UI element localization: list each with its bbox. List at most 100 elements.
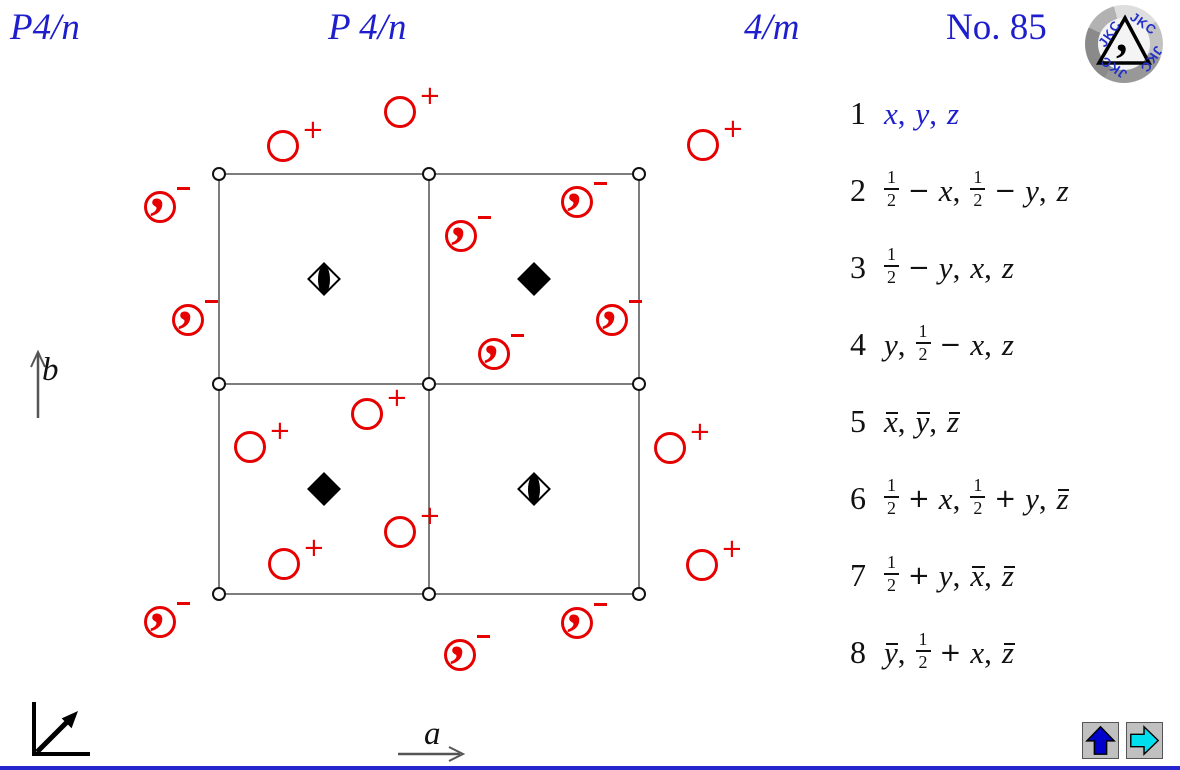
- atom-minus-circle: [445, 220, 477, 252]
- atom-minus-circle: [561, 186, 593, 218]
- overbar-variable: z: [1001, 557, 1015, 593]
- lattice-point: [212, 587, 226, 601]
- space-group-number: No. 85: [946, 7, 1047, 48]
- variable: y: [938, 249, 953, 285]
- comma-enantiomorph-icon: ,: [451, 184, 466, 249]
- fourfold-axis-symbol: [307, 472, 341, 506]
- comma-enantiomorph-icon: ,: [178, 268, 193, 333]
- operation-number: 4: [850, 326, 866, 362]
- nav-up-button[interactable]: [1082, 722, 1119, 759]
- comma-enantiomorph-icon: ,: [150, 570, 165, 635]
- separator: ,: [984, 326, 992, 362]
- operator: −: [994, 175, 1017, 206]
- separator: ,: [952, 557, 961, 593]
- comma-enantiomorph-icon: ,: [484, 302, 499, 367]
- minus-superscript: [511, 334, 524, 337]
- operator: +: [939, 637, 962, 668]
- separator: ,: [1038, 172, 1047, 208]
- atom-plus-circle: [654, 432, 686, 464]
- variable: y: [938, 557, 953, 593]
- operator: −: [908, 252, 930, 283]
- atom-plus-circle: [686, 549, 718, 581]
- atom-plus-circle: [234, 431, 266, 463]
- lattice-point: [632, 587, 646, 601]
- a-axis-label: a: [424, 716, 441, 752]
- variable: x: [970, 326, 985, 362]
- lattice-point: [422, 167, 436, 181]
- overbar-variable: x: [884, 403, 899, 439]
- plus-superscript: +: [302, 115, 324, 145]
- a-axis-arrow-icon: [398, 746, 466, 762]
- plus-superscript: +: [419, 81, 441, 111]
- atom-minus-circle: [172, 304, 204, 336]
- separator: ,: [897, 403, 906, 439]
- separator: ,: [984, 557, 992, 593]
- operation-number: 8: [850, 634, 866, 670]
- space-group-title: P4/n: [10, 7, 80, 48]
- atom-plus-circle: [384, 516, 416, 548]
- overbar-variable: y: [884, 634, 899, 670]
- comma-enantiomorph-icon: ,: [450, 603, 465, 668]
- operation-formula: x,y,z: [884, 96, 959, 132]
- variable: y: [915, 95, 930, 131]
- plus-superscript: +: [303, 533, 325, 563]
- comma-enantiomorph-icon: ,: [567, 150, 582, 215]
- atom-minus-circle: [561, 607, 593, 639]
- lattice-point: [212, 377, 226, 391]
- operator: −: [908, 175, 930, 206]
- minus-superscript: [205, 300, 218, 303]
- variable: z: [1056, 172, 1069, 208]
- space-group-full-title: P 4/n: [328, 7, 407, 48]
- lattice-point: [632, 167, 646, 181]
- b-axis-arrow-icon: [30, 349, 46, 418]
- comma-enantiomorph-icon: ,: [602, 268, 617, 333]
- origin-axes-icon: [32, 702, 90, 756]
- overbar-variable: z: [1001, 634, 1015, 670]
- lattice-point: [212, 167, 226, 181]
- up-arrow-icon: [1085, 725, 1116, 755]
- plus-superscript: +: [269, 416, 291, 446]
- overbar-variable: x: [970, 557, 985, 593]
- separator: ,: [952, 172, 961, 208]
- variable: y: [884, 326, 898, 362]
- separator: ,: [929, 403, 938, 439]
- minus-superscript: [477, 635, 490, 638]
- separator: ,: [984, 249, 992, 285]
- minus-superscript: [594, 182, 607, 185]
- logo-comma-icon: ,: [1116, 10, 1128, 61]
- variable: z: [1001, 326, 1014, 362]
- operation-number: 2: [850, 172, 866, 208]
- lattice-point: [422, 377, 436, 391]
- lattice-point: [422, 587, 436, 601]
- separator: ,: [897, 634, 906, 670]
- plus-superscript: +: [721, 534, 743, 564]
- minus-superscript: [629, 300, 642, 303]
- atom-plus-circle: [687, 129, 719, 161]
- variable: y: [1025, 172, 1039, 208]
- right-arrow-icon: [1130, 725, 1160, 756]
- comma-enantiomorph-icon: ,: [150, 155, 165, 220]
- plus-superscript: +: [386, 383, 408, 413]
- nav-next-button[interactable]: [1126, 722, 1163, 759]
- overbar-variable: y: [915, 403, 930, 439]
- minus-superscript: [177, 602, 190, 605]
- separator: ,: [929, 95, 938, 131]
